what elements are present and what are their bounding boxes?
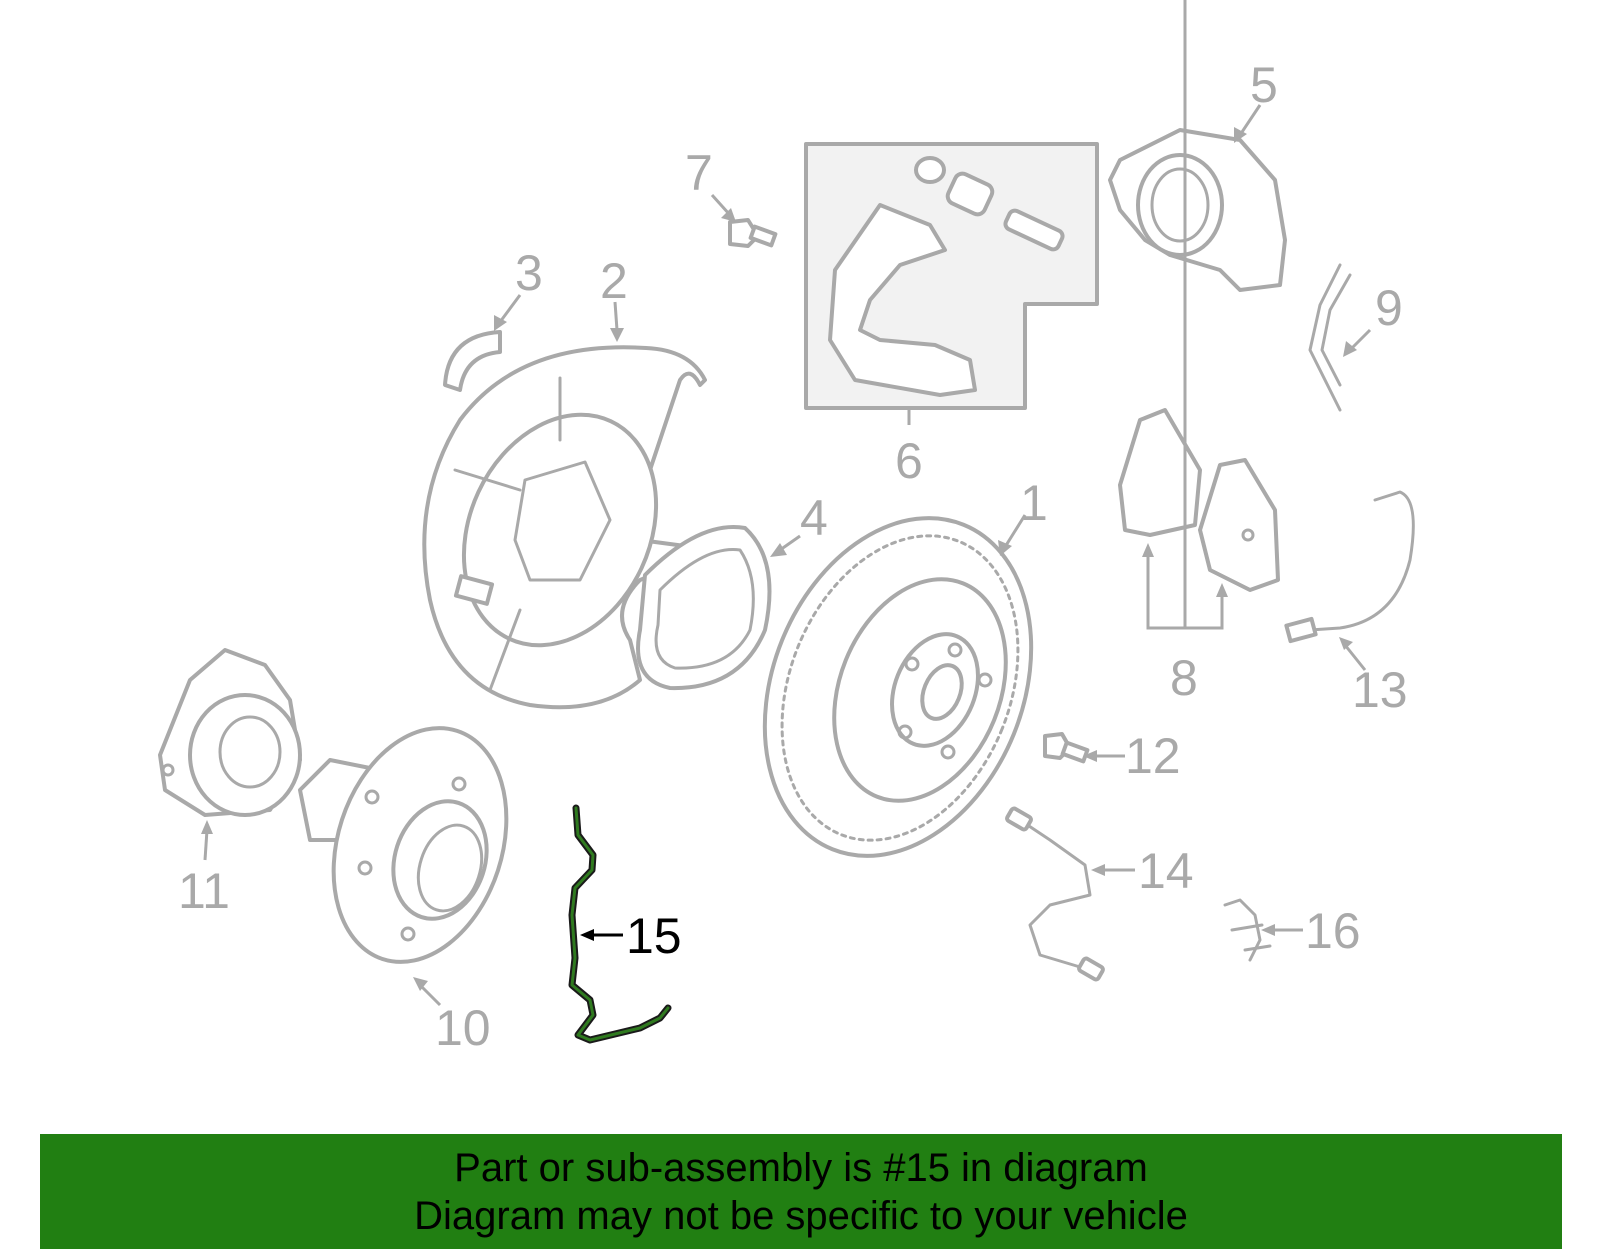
banner-line-2: Diagram may not be specific to your vehi… (414, 1193, 1188, 1238)
part-1-brake-disc[interactable] (717, 478, 1080, 896)
banner-line-1: Part or sub-assembly is #15 in diagram (454, 1145, 1148, 1190)
part-15-abs-sensor[interactable] (568, 804, 672, 1044)
callout-10: 10 (435, 1000, 491, 1056)
part-2-dust-shield[interactable] (422, 345, 707, 710)
leader-lines (201, 0, 1372, 1007)
callout-11: 11 (178, 863, 230, 919)
part-7-bolt[interactable] (728, 218, 778, 248)
callout-9: 9 (1375, 280, 1403, 336)
callout-7: 7 (685, 145, 713, 201)
callout-13: 13 (1352, 662, 1408, 718)
part-11-wheel-bearing[interactable] (158, 648, 302, 817)
part-16-clip-kit[interactable] (1223, 898, 1272, 962)
callout-1: 1 (1020, 475, 1048, 531)
part-5-caliper[interactable] (1108, 128, 1287, 292)
part-3-clip[interactable] (443, 330, 502, 392)
info-banner: Part or sub-assembly is #15 in diagram D… (40, 1134, 1562, 1249)
callout-labels: 1 2 3 4 5 6 7 8 9 10 11 12 13 14 15 16 (178, 57, 1408, 1056)
callout-15: 15 (626, 908, 682, 964)
part-12-bolt[interactable] (1043, 732, 1090, 764)
callout-8: 8 (1170, 650, 1198, 706)
part-4-backing-plate[interactable] (636, 525, 772, 691)
callout-12: 12 (1125, 728, 1181, 784)
part-10-hub[interactable] (298, 706, 535, 985)
callout-2: 2 (600, 253, 628, 309)
callout-5: 5 (1250, 57, 1278, 113)
part-14-brake-hose[interactable] (1005, 806, 1105, 982)
callout-3: 3 (515, 245, 543, 301)
part-9-spring[interactable] (1308, 263, 1352, 412)
part-8-brake-pads[interactable] (1118, 408, 1280, 592)
callout-4: 4 (800, 490, 828, 546)
part-6-caliper-bracket-kit[interactable] (804, 142, 1099, 410)
callout-16: 16 (1305, 903, 1361, 959)
part-13-wear-sensor[interactable] (1284, 490, 1415, 644)
callout-14: 14 (1138, 843, 1194, 899)
callout-6: 6 (895, 433, 923, 489)
